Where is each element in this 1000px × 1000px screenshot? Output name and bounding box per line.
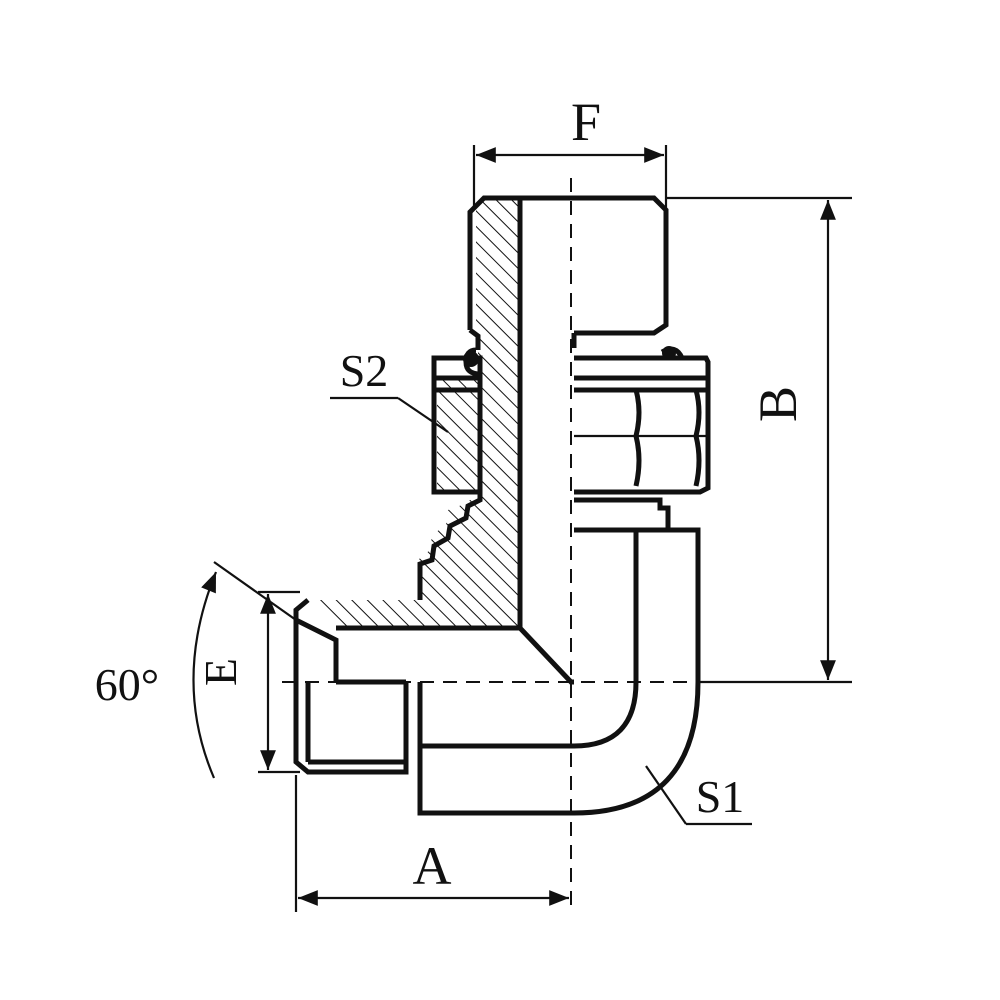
angle-leader [213,561,297,621]
s2-leader [397,397,449,433]
angle-arc [192,571,218,779]
body-step-right [574,497,671,530]
label-angle: 60° [95,659,159,710]
dimension-a: A [294,775,569,912]
dimension-f: F [472,92,668,210]
locknut-flat-curve-1 [633,389,642,487]
stub-chamfer-left [468,328,481,350]
callout-s1: S1 [645,765,752,826]
left-cone [294,617,339,682]
label-s2: S2 [340,345,389,396]
locknut-right [574,355,711,495]
left-stub-outline [293,598,409,775]
label-b: B [748,386,808,422]
top-stub-outline [467,195,669,336]
label-f: F [571,92,601,152]
locknut-flat-curve-2 [693,389,702,487]
fitting-outline [293,195,711,816]
elbow-outer [417,527,701,816]
elbow-inner-bore [420,530,639,749]
bore-junction [336,625,574,685]
callout-s2: S2 [330,345,449,433]
section-hatch [308,198,520,628]
dimension-e: E [195,590,300,774]
body-threads-left [417,492,483,600]
label-s1: S1 [696,771,745,822]
dimension-b: B [666,196,852,684]
hatched-section [308,198,520,628]
label-a: A [413,836,452,896]
nut-section-hatch [437,378,480,490]
angle-60: 60° [95,561,297,779]
s1-leader [645,765,687,825]
label-e: E [195,658,246,686]
